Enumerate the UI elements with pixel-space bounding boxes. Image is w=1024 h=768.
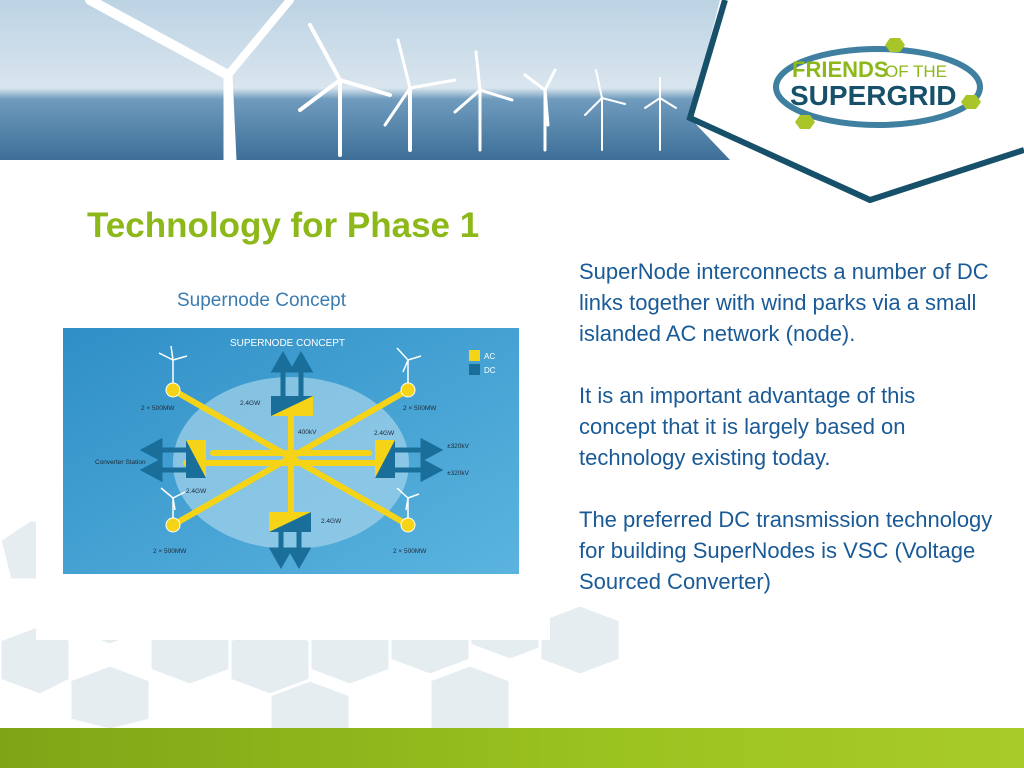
label-gw-right: 2.4GW: [374, 430, 395, 437]
converter-top: [271, 396, 313, 416]
label-gw-bottom: 2.4GW: [321, 518, 342, 525]
friends-of-the-supergrid-logo: FRIENDS OF THE SUPERGRID: [770, 35, 990, 135]
label-converter-station: Converter Station: [95, 459, 146, 466]
diagram-caption: Supernode Concept: [177, 290, 347, 311]
ac-links: [170, 387, 411, 528]
body-text: SuperNode interconnects a number of DC l…: [579, 256, 994, 628]
wind-turbine-icons: [158, 345, 422, 518]
label-top-right-wind: 2 × 500MW: [403, 405, 437, 412]
label-kv-right-1: ±320kV: [447, 443, 470, 450]
logo-line2: SUPERGRID: [790, 80, 956, 111]
legend-ac-swatch: [469, 350, 480, 361]
body-paragraph-1: SuperNode interconnects a number of DC l…: [579, 259, 989, 346]
slide-title: Technology for Phase 1: [87, 206, 480, 245]
body-paragraph-3: The preferred DC transmission technology…: [579, 507, 993, 594]
converter-bottom: [269, 512, 311, 532]
label-kv-right-2: ±320kV: [447, 470, 470, 477]
wind-park-node-bottom-right: [400, 517, 416, 533]
wind-park-node-bottom-left: [165, 517, 181, 533]
logo-graphic: FRIENDS OF THE SUPERGRID: [773, 38, 983, 129]
footer-bar: [0, 728, 1024, 768]
legend-dc: DC: [484, 366, 496, 375]
label-gw-left: 2.4GW: [186, 488, 207, 495]
label-bottom-left-wind: 2 × 500MW: [153, 548, 187, 555]
wind-park-node-top-left: [165, 382, 181, 398]
body-paragraph-2: It is an important advantage of this con…: [579, 383, 916, 470]
logo-line1: FRIENDS: [792, 57, 889, 82]
dc-arrows: [139, 350, 444, 570]
wind-park-node-top-right: [400, 382, 416, 398]
converter-right: [375, 440, 395, 478]
label-gw-top: 2.4GW: [240, 400, 261, 407]
converter-left: [186, 440, 206, 478]
label-kv-center: 400kV: [298, 429, 317, 436]
label-top-left-wind: 2 × 500MW: [141, 405, 175, 412]
legend-ac: AC: [484, 352, 495, 361]
legend-dc-swatch: [469, 364, 480, 375]
supernode-diagram: SUPERNODE CONCEPT AC DC: [63, 328, 519, 574]
logo-line1b: OF THE: [885, 62, 947, 81]
diagram-inner-title: SUPERNODE CONCEPT: [230, 338, 345, 349]
label-bottom-right-wind: 2 × 500MW: [393, 548, 427, 555]
